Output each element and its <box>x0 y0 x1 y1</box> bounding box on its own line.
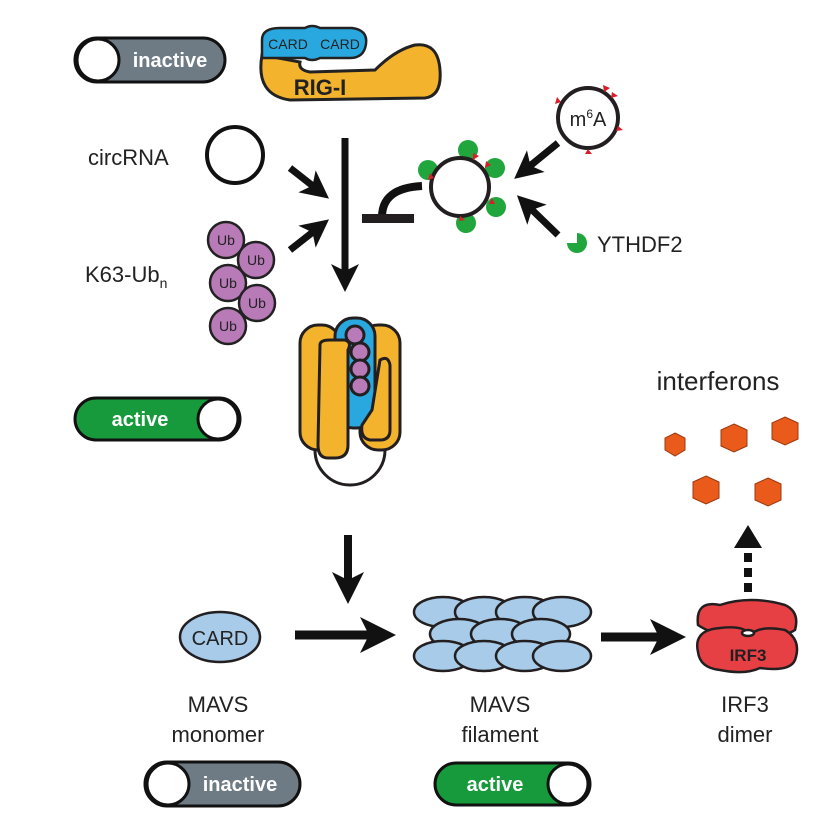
arrow-ub <box>287 219 330 253</box>
mavs-monomer-label: MAVS <box>188 692 249 717</box>
svg-text:Ub: Ub <box>248 295 266 311</box>
m6a-circrna: m6A <box>555 85 623 154</box>
irf3-label: IRF3 <box>730 646 767 665</box>
k63-ub-label: K63-Ubn <box>85 262 167 291</box>
arrow-circrna <box>287 165 330 199</box>
mavs-filament-label: filament <box>461 722 538 747</box>
ythdf2-label: YTHDF2 <box>597 232 683 257</box>
circrna-label: circRNA <box>88 145 169 170</box>
rig-i-active-complex <box>298 316 402 487</box>
mavs-card-monomer <box>178 610 262 664</box>
irf3-dimer <box>696 598 799 674</box>
active-toggle-rig-i: active <box>73 396 242 442</box>
svg-text:active: active <box>112 409 169 431</box>
svg-text:Ub: Ub <box>219 275 237 291</box>
inhibition-symbol <box>362 182 423 223</box>
m6a-label: m6A <box>570 107 607 131</box>
rig-i-label: RIG-I <box>294 75 347 100</box>
card-domain-label: CARD <box>268 36 308 52</box>
arrow-m6a <box>514 140 561 179</box>
irf3-dimer-label: dimer <box>717 722 772 747</box>
active-toggle-mavs: active <box>433 761 592 807</box>
ub-chain: Ub Ub Ub Ub Ub <box>206 220 277 346</box>
svg-text:Ub: Ub <box>217 232 235 248</box>
inactive-toggle-mavs: inactive <box>143 760 302 808</box>
state-label: inactive <box>133 50 207 72</box>
rig-i-inactive: CARD CARD RIG-I <box>259 24 442 102</box>
card-label: CARD <box>192 628 249 650</box>
irf3-dimer-label: IRF3 <box>721 692 769 717</box>
interferons-label: interferons <box>657 366 780 396</box>
svg-text:inactive: inactive <box>203 774 277 796</box>
interferon-hexagons <box>664 416 799 507</box>
svg-text:Ub: Ub <box>247 252 265 268</box>
mavs-monomer-label: monomer <box>172 722 265 747</box>
mavs-filament-label: MAVS <box>470 692 531 717</box>
card-domain-label: CARD <box>320 36 360 52</box>
svg-text:Ub: Ub <box>219 318 237 334</box>
circrna-icon <box>205 125 265 185</box>
mavs-filament <box>412 595 593 673</box>
inactive-toggle-top: inactive <box>73 36 227 84</box>
arrow-ythdf2 <box>516 195 561 238</box>
arrow-head <box>734 525 762 548</box>
svg-text:active: active <box>467 774 524 796</box>
ythdf2-icon <box>567 233 587 253</box>
m6a-circrna-ythdf2-complex <box>418 140 506 233</box>
